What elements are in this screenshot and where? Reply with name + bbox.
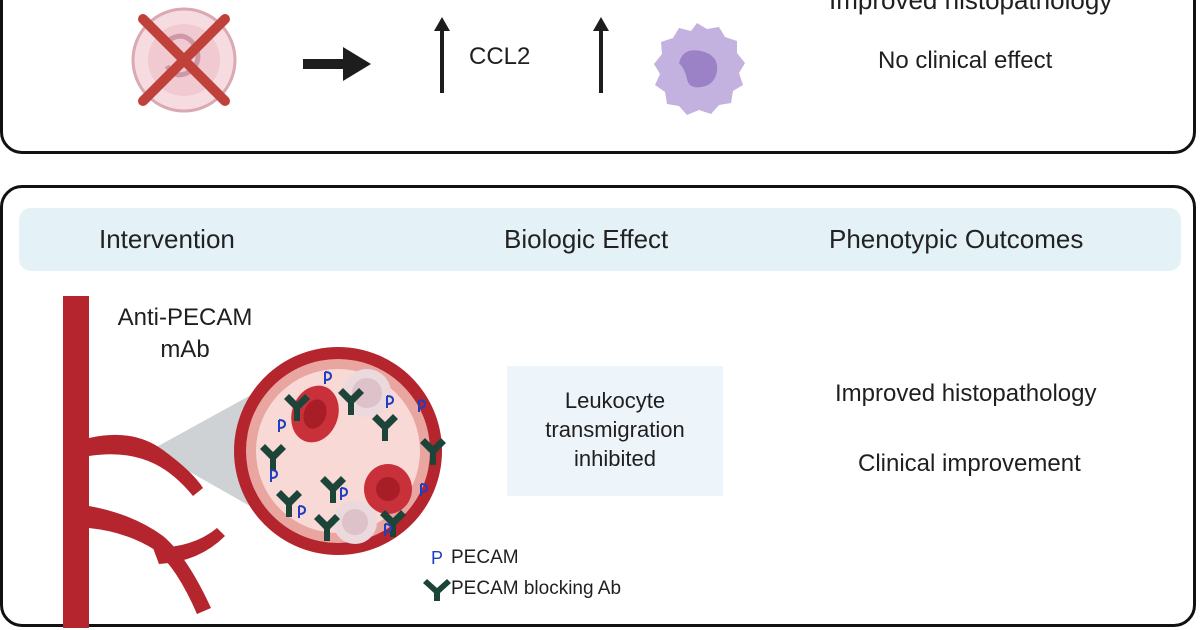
- outcome-no-clinical-effect: No clinical effect: [878, 47, 1053, 74]
- bottom-panel: Intervention Biologic Effect Phenotypic …: [0, 185, 1196, 628]
- header-biologic-effect: Biologic Effect: [504, 224, 669, 254]
- effect-line1: Leukocyte: [564, 388, 666, 413]
- intervention-label-line1: Anti-PECAM: [117, 304, 253, 331]
- outcome-improved-histopathology-cut: Improved histopathology: [829, 0, 1113, 15]
- intervention-label: Anti-PECAM mAb: [107, 302, 263, 366]
- antibody-icon: [423, 579, 451, 601]
- top-panel: CCL2 Improved histopathology No clinical…: [0, 0, 1196, 154]
- effect-line2: transmigration: [545, 417, 685, 442]
- outcome-improved-histopathology: Improved histopathology: [835, 380, 1097, 407]
- neutrophil-icon: [654, 23, 745, 115]
- legend-item-pecam: P PECAM: [423, 544, 621, 572]
- ccl2-label: CCL2: [469, 43, 531, 70]
- biologic-effect-text: Leukocyte transmigration inhibited: [507, 386, 723, 473]
- legend: P PECAM PECAM blocking Ab: [423, 544, 621, 604]
- legend-label-blocking-ab: PECAM blocking Ab: [451, 578, 622, 599]
- legend-label-pecam: PECAM: [451, 547, 519, 568]
- up-arrow-icon: [593, 17, 609, 93]
- biologic-effect-box: [507, 366, 723, 496]
- right-arrow-icon: [303, 47, 371, 81]
- crossed-cell-icon: [131, 7, 237, 113]
- up-arrow-icon: [434, 17, 450, 93]
- pecam-symbol-icon: P: [430, 547, 443, 568]
- outcome-clinical-improvement: Clinical improvement: [858, 450, 1081, 477]
- header-phenotypic-outcomes: Phenotypic Outcomes: [829, 224, 1084, 254]
- intervention-label-line2: mAb: [160, 336, 210, 363]
- column-header-bar: [19, 208, 1181, 271]
- blood-vessel-illustration: [63, 296, 446, 628]
- effect-line3: inhibited: [574, 446, 656, 471]
- legend-item-blocking-ab: PECAM blocking Ab: [423, 574, 621, 604]
- vessel-cross-section: [234, 347, 446, 555]
- header-intervention: Intervention: [99, 224, 235, 254]
